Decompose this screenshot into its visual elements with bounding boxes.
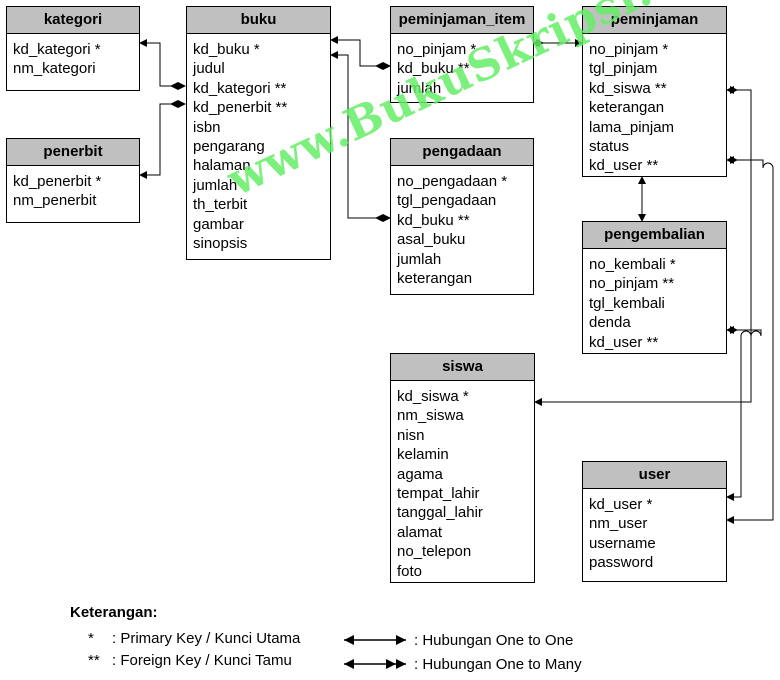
entity-title: penerbit: [7, 139, 139, 166]
link-user-pengembalian: [726, 326, 762, 501]
link-buku-pengadaan: [330, 51, 391, 222]
field: status: [589, 138, 630, 156]
entity-title: pengembalian: [583, 222, 726, 249]
field: pengarang: [193, 138, 265, 156]
field: kd_penerbit *: [13, 173, 102, 190]
link-penerbit-buku: [139, 100, 186, 179]
entity-peminjaman-item: peminjaman_item no_pinjam * kd_buku **jum…: [390, 6, 534, 103]
link-buku-peminjaman-item: [330, 36, 391, 70]
legend-one-to-many-arrow: [344, 659, 406, 669]
field: gambar: [193, 215, 244, 233]
field: tgl_pengadaan: [397, 192, 497, 210]
field: lama_pinjam: [589, 118, 675, 136]
legend-pk-text: : Primary Key / Kunci Utama: [112, 630, 301, 647]
entity-title: pengadaan: [391, 139, 533, 166]
field: kd_siswa **: [589, 79, 667, 97]
field: no_pinjam *: [397, 41, 477, 58]
field: alamat: [397, 523, 443, 541]
entity-penerbit: penerbit kd_penerbit * nm_penerbit: [6, 138, 140, 223]
field: denda: [589, 314, 631, 332]
field: nm_user: [589, 515, 648, 533]
link-kategori-buku: [139, 39, 186, 90]
field: kd_user *: [589, 496, 653, 513]
field: kd_kategori *: [13, 41, 101, 58]
field: nm_kategori: [13, 60, 96, 78]
legend-fk-text: : Foreign Key / Kunci Tamu: [112, 652, 292, 669]
legend-one-to-one-text: : Hubungan One to One: [414, 632, 574, 649]
field: jumlah: [397, 79, 442, 97]
field: kelamin: [397, 446, 449, 464]
field: tempat_lahir: [397, 485, 480, 503]
field: th_terbit: [193, 196, 248, 214]
entity-title: user: [583, 462, 726, 489]
field: keterangan: [397, 270, 473, 288]
field: judul: [193, 60, 225, 78]
legend-one-to-one-arrow: [344, 635, 406, 645]
field: foto: [397, 562, 423, 580]
field-list: kd_kategori * nm_kategori: [7, 34, 139, 79]
field: tgl_kembali: [589, 294, 665, 312]
field: kd_buku **: [397, 211, 470, 229]
field-list: no_pinjam * kd_buku **jumlah: [391, 34, 533, 98]
field: kd_user **: [589, 157, 659, 175]
field: no_pengadaan *: [397, 173, 508, 190]
legend-one-to-many-text: : Hubungan One to Many: [414, 656, 582, 673]
entity-title: peminjaman_item: [391, 7, 533, 34]
field: tgl_pinjam: [589, 60, 658, 78]
field: password: [589, 554, 654, 572]
field: jumlah: [397, 250, 442, 268]
link-user-peminjaman: [726, 156, 774, 524]
field: kd_user **: [589, 333, 659, 351]
entity-kategori: kategori kd_kategori * nm_kategori: [6, 6, 140, 91]
field: nm_penerbit: [13, 192, 97, 210]
field: nisn: [397, 426, 425, 444]
field: kd_kategori **: [193, 79, 287, 97]
field: nm_siswa: [397, 407, 464, 425]
field: no_pinjam *: [589, 41, 669, 58]
field-list: kd_penerbit * nm_penerbit: [7, 166, 139, 211]
field: no_kembali *: [589, 256, 676, 273]
entity-title: peminjaman: [583, 7, 726, 34]
field: username: [589, 534, 656, 552]
field: asal_buku: [397, 231, 466, 249]
entity-title: kategori: [7, 7, 139, 34]
entity-pengembalian: pengembalian no_kembali * no_pinjam **tgl…: [582, 221, 727, 354]
field: kd_penerbit **: [193, 99, 288, 117]
field: sinopsis: [193, 235, 248, 253]
field: halaman: [193, 157, 251, 175]
field: isbn: [193, 118, 221, 136]
field: agama: [397, 465, 443, 483]
field: jumlah: [193, 176, 238, 194]
legend-fk-symbol: **: [88, 652, 100, 669]
field: tanggal_lahir: [397, 504, 483, 522]
field: keterangan: [589, 99, 665, 117]
field: kd_buku *: [193, 41, 260, 58]
field: kd_buku **: [397, 60, 470, 78]
entity-title: buku: [187, 7, 330, 34]
field: kd_siswa *: [397, 388, 469, 405]
field: no_pinjam **: [589, 275, 675, 293]
entity-title: siswa: [391, 354, 534, 381]
legend-title: Keterangan:: [70, 604, 158, 621]
field: no_telepon: [397, 543, 472, 561]
legend-pk-symbol: *: [88, 630, 94, 647]
link-siswa-peminjaman: [534, 86, 752, 406]
